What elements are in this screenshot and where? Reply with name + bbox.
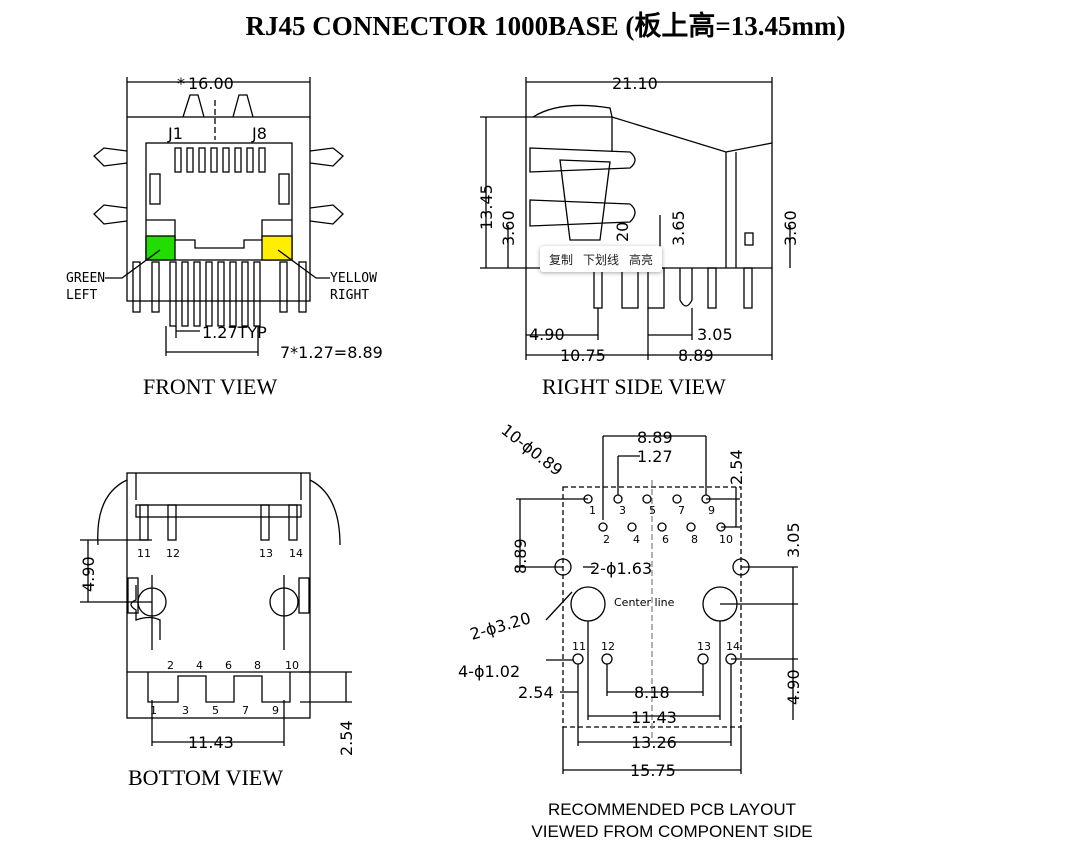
pcb-818-dim: 8.18 [634, 683, 670, 702]
bottom-pin-11: 11 [137, 547, 151, 560]
pcb-889-left-dim: 8.89 [511, 538, 530, 574]
bottom-pin-8: 8 [254, 659, 261, 672]
bottom-pin-2: 2 [167, 659, 174, 672]
pcb-305-dim: 3.05 [784, 522, 803, 558]
pcb-889-top-dim: 8.89 [637, 428, 673, 447]
pcb-hole-163-label: 2-ϕ1.63 [590, 559, 652, 578]
side-365-dim: 3.65 [669, 210, 688, 246]
pcb-pin-11: 11 [572, 640, 586, 653]
pcb-pin-12: 12 [601, 640, 615, 653]
front-contacts [174, 147, 266, 173]
bottom-view-drawing [80, 472, 352, 746]
pcb-pin-4: 4 [633, 533, 640, 546]
bottom-pin-5: 5 [212, 704, 219, 717]
bottom-pin-labels: 11 12 13 14 2 4 6 8 10 1 3 5 7 9 [137, 547, 303, 717]
bottom-pin-7: 7 [242, 704, 249, 717]
bottom-pin-13: 13 [259, 547, 273, 560]
pcb-pin-labels: 1 3 5 7 9 2 4 6 8 10 11 12 13 14 [572, 504, 740, 653]
front-pins [132, 261, 307, 327]
pcb-pin-1: 1 [589, 504, 596, 517]
pin-j1-label: J1 [167, 124, 183, 143]
bottom-view-title: BOTTOM VIEW [128, 765, 284, 790]
side-1075-dim: 10.75 [560, 346, 606, 365]
pcb-490-dim: 4.90 [784, 669, 803, 705]
pcb-pin-10: 10 [719, 533, 733, 546]
bottom-pin-14: 14 [289, 547, 303, 560]
bottom-pin-10: 10 [285, 659, 299, 672]
side-left-360-dim: 3.60 [499, 210, 518, 246]
pcb-caption: RECOMMENDED PCB LAYOUT VIEWED FROM COMPO… [472, 799, 872, 843]
bottom-pin-9: 9 [272, 704, 279, 717]
pcb-254-dim: 2.54 [518, 683, 554, 702]
side-view-drawing [480, 77, 791, 360]
green-led-label: GREEN [66, 271, 105, 286]
pcb-1575-dim: 15.75 [630, 761, 676, 780]
front-view-drawing [93, 77, 344, 356]
pcb-pin-2: 2 [603, 533, 610, 546]
pcb-pin-5: 5 [649, 504, 656, 517]
selection-toolbar: 复制 下划线 高亮 [540, 246, 663, 272]
side-right-360-dim: 3.60 [781, 210, 800, 246]
pitch-dim: 1.27TYP [202, 323, 267, 342]
pcb-caption-line2: VIEWED FROM COMPONENT SIDE [531, 822, 813, 841]
side-20-dim: 20 [613, 222, 632, 242]
pcb-caption-line1: RECOMMENDED PCB LAYOUT [547, 800, 797, 819]
pcb-center-line-label: Center line [614, 596, 675, 609]
side-view-title: RIGHT SIDE VIEW [542, 374, 726, 399]
front-width-dim: * [177, 74, 185, 93]
bottom-pin-1: 1 [150, 704, 157, 717]
side-490-dim: 4.90 [529, 325, 565, 344]
bottom-pin-6: 6 [225, 659, 232, 672]
side-305-dim: 3.05 [697, 325, 733, 344]
bottom-254-dim: 2.54 [337, 720, 356, 756]
pcb-pin-3: 3 [619, 504, 626, 517]
side-889-dim: 8.89 [678, 346, 714, 365]
pcb-pin-8: 8 [691, 533, 698, 546]
page-title: RJ45 CONNECTOR 1000BASE (板上高=13.45mm) [245, 11, 846, 41]
front-width-value: 16.00 [188, 74, 234, 93]
pcb-1143-dim: 11.43 [631, 708, 677, 727]
pcb-holes-label: 10-ϕ0.89 [498, 420, 567, 479]
yellow-led-label: YELLOW [330, 271, 377, 286]
pcb-pin-9: 9 [708, 504, 715, 517]
bottom-pin-4: 4 [196, 659, 203, 672]
pcb-254-right-dim: 2.54 [727, 449, 746, 485]
bottom-490-dim: 4.90 [79, 556, 98, 592]
pcb-127-dim: 1.27 [637, 447, 673, 466]
right-label: RIGHT [330, 288, 369, 303]
span-dim: 7*1.27=8.89 [280, 343, 383, 362]
side-length-dim: 21.10 [612, 74, 658, 93]
front-view-title: FRONT VIEW [143, 374, 278, 399]
pcb-1326-dim: 13.26 [631, 733, 677, 752]
copy-button[interactable]: 复制 [549, 252, 574, 267]
left-label: LEFT [66, 288, 97, 303]
pcb-pin-14: 14 [726, 640, 740, 653]
bottom-pin-12: 12 [166, 547, 180, 560]
side-height-dim: 13.45 [477, 184, 496, 230]
underline-button[interactable]: 下划线 [583, 252, 620, 267]
pcb-pin-6: 6 [662, 533, 669, 546]
pcb-hole-102-label: 4-ϕ1.02 [458, 662, 520, 681]
highlight-button[interactable]: 高亮 [629, 252, 654, 267]
pin-j8-label: J8 [251, 124, 267, 143]
pcb-pin-13: 13 [697, 640, 711, 653]
bottom-1143-dim: 11.43 [188, 733, 234, 752]
pcb-hole-320-label: 2-ϕ3.20 [468, 608, 533, 643]
pcb-layout-drawing [516, 435, 798, 774]
pcb-pin-7: 7 [678, 504, 685, 517]
bottom-pin-3: 3 [182, 704, 189, 717]
